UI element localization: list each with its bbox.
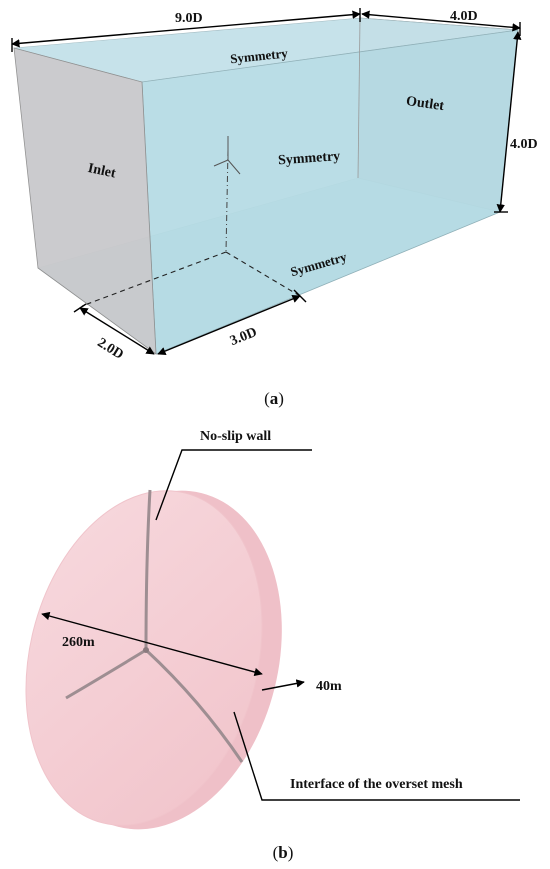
- rotor-icon: [213, 136, 241, 175]
- dim-diameter-arrow: [41, 611, 263, 677]
- dim-width-top-arrow: [361, 10, 521, 32]
- inlet-face: [13, 47, 157, 355]
- domain-diagram: 9.0D 4.0D 4.0D 2.0D 3.0D Inlet Outlet Sy…: [11, 8, 538, 363]
- symmetry-top-label: Symmetry: [229, 45, 289, 66]
- dim-thickness-arrow: [261, 679, 305, 691]
- rotor-disk-diagram: 260m 40m No-slip wall Interface of the o…: [25, 429, 520, 830]
- dim-height-label: 4.0D: [510, 137, 538, 152]
- hub: [143, 647, 149, 653]
- interface-leader: [233, 711, 520, 801]
- dim-tick: [73, 303, 87, 313]
- inlet-label: Inlet: [86, 161, 117, 182]
- dim-span-label: 3.0D: [228, 325, 259, 349]
- symmetry-side-label: Symmetry: [278, 149, 341, 168]
- wall-leader: [155, 449, 312, 521]
- dim-length-arrow: [11, 10, 361, 48]
- diameter-label: 260m: [62, 635, 95, 650]
- tower-line: [225, 149, 229, 253]
- interface-label: Interface of the overset mesh: [290, 777, 463, 792]
- front-face: [141, 29, 519, 355]
- thickness-label: 40m: [316, 679, 342, 694]
- outlet-label: Outlet: [405, 94, 445, 114]
- dim-tick: [293, 289, 307, 303]
- dim-width-top-label: 4.0D: [450, 9, 478, 24]
- dim-depth-label: 2.0D: [95, 335, 126, 362]
- dim-span-arrow: [157, 294, 301, 356]
- caption-a: (a): [264, 389, 284, 408]
- wall-label: No-slip wall: [200, 429, 271, 444]
- caption-b: (b): [273, 843, 294, 862]
- dim-height-arrow: [496, 31, 522, 213]
- dim-length-label: 9.0D: [175, 11, 203, 26]
- dim-depth-arrow: [79, 307, 155, 355]
- ground-dash-left: [81, 251, 227, 307]
